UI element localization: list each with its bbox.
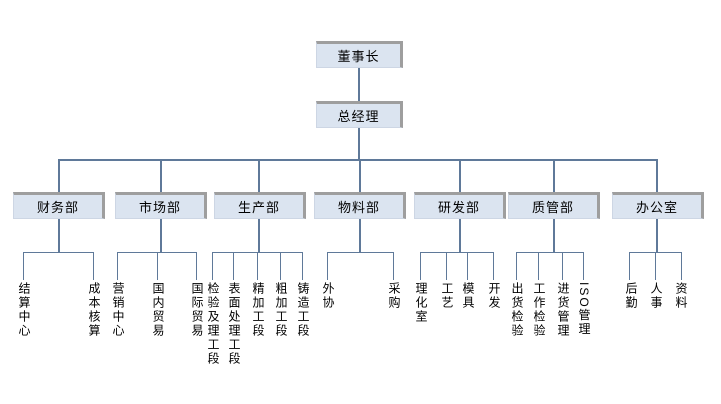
leaf-incoming-management: 进货管理: [556, 282, 570, 338]
leaf-casting-section: 铸造工段: [296, 282, 310, 338]
leafdrop: [196, 253, 197, 280]
leafdrop: [583, 253, 584, 280]
childbus-quality: [516, 252, 584, 253]
connector-gm-bus: [358, 128, 360, 159]
leafdrop: [538, 253, 539, 280]
node-dept-market: 市场部: [115, 192, 207, 219]
leaf-rough-machining: 粗加工段: [274, 282, 288, 338]
node-dept-quality: 质管部: [508, 192, 600, 219]
leafdrop: [257, 253, 258, 280]
connector-drop-production: [258, 161, 260, 192]
leaf-purchasing: 采购: [387, 282, 401, 310]
leaf-domestic-trade: 国内贸易: [151, 282, 165, 338]
connector-drop-quality: [553, 161, 555, 192]
leafdrop: [681, 253, 682, 280]
leafdrop: [327, 253, 328, 280]
leafdrop: [212, 253, 213, 280]
leafdrop: [393, 253, 394, 280]
leaf-fine-machining: 精加工段: [251, 282, 265, 338]
leaf-iso-management: ISO管理: [577, 282, 591, 337]
connector-office-childbus: [656, 219, 658, 252]
connector-finance-childbus: [58, 219, 60, 252]
leafdrop: [446, 253, 447, 280]
leafdrop: [420, 253, 421, 280]
childbus-finance: [23, 252, 94, 253]
leafdrop: [157, 253, 158, 280]
node-general-manager: 总经理: [316, 101, 403, 128]
leaf-development: 开发: [487, 282, 501, 310]
leafdrop: [93, 253, 94, 280]
childbus-production: [212, 252, 303, 253]
node-dept-office: 办公室: [612, 192, 704, 219]
leaf-hr: 人事: [649, 282, 663, 310]
connector-drop-market: [160, 161, 162, 192]
connector-chairman-gm: [358, 68, 360, 101]
leaf-surface-treatment: 表面处理工段: [227, 282, 241, 366]
leafdrop: [516, 253, 517, 280]
connector-market-childbus: [160, 219, 162, 252]
childbus-rnd: [420, 252, 494, 253]
leaf-physchem-lab: 理化室: [414, 282, 428, 324]
leaf-inspection-section: 检验及理工段: [206, 282, 220, 366]
leaf-molds: 模具: [461, 282, 475, 310]
connector-production-childbus: [258, 219, 260, 252]
leaf-cost-accounting: 成本核算: [87, 282, 101, 338]
leaf-process-engineering: 工艺: [440, 282, 454, 310]
leaf-archives: 资料: [674, 282, 688, 310]
leaf-logistics: 后勤: [624, 282, 638, 310]
leafdrop: [302, 253, 303, 280]
leafdrop: [655, 253, 656, 280]
connector-quality-childbus: [553, 219, 555, 252]
leafdrop: [117, 253, 118, 280]
connector-drop-finance: [58, 161, 60, 192]
connector-material-childbus: [359, 219, 361, 252]
node-dept-finance: 财务部: [13, 192, 105, 219]
childbus-office: [629, 252, 682, 253]
leafdrop: [280, 253, 281, 280]
leaf-settlement-center: 结算中心: [17, 282, 31, 338]
leafdrop: [629, 253, 630, 280]
childbus-market: [117, 252, 197, 253]
leafdrop: [467, 253, 468, 280]
connector-drop-rnd: [459, 161, 461, 192]
connector-drop-office: [656, 161, 658, 192]
connector-drop-material: [359, 161, 361, 192]
leaf-marketing-center: 营销中心: [111, 282, 125, 338]
leaf-work-inspection: 工作检验: [532, 282, 546, 338]
node-dept-production: 生产部: [214, 192, 306, 219]
leafdrop: [493, 253, 494, 280]
leaf-outsourcing: 外协: [321, 282, 335, 310]
node-dept-rnd: 研发部: [414, 192, 506, 219]
node-chairman: 董事长: [316, 41, 403, 68]
leafdrop: [233, 253, 234, 280]
leafdrop: [23, 253, 24, 280]
leafdrop: [562, 253, 563, 280]
leaf-international-trade: 国际贸易: [190, 282, 204, 338]
connector-dept-bus: [58, 159, 658, 161]
childbus-material: [327, 252, 394, 253]
node-dept-material: 物料部: [314, 192, 406, 219]
leaf-outgoing-inspection: 出货检验: [510, 282, 524, 338]
connector-rnd-childbus: [459, 219, 461, 252]
